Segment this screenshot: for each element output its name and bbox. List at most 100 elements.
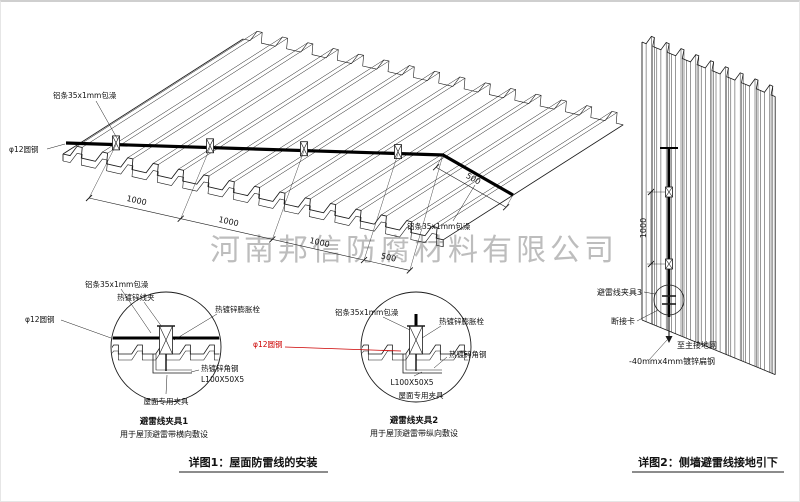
wall-bottom-edge bbox=[641, 319, 776, 375]
dimension-extension-line bbox=[363, 153, 399, 261]
roof-ridge-line bbox=[107, 37, 288, 154]
roof-ridge-line bbox=[310, 83, 491, 200]
roof-ridge-line bbox=[102, 36, 283, 153]
roof-back-profile bbox=[242, 30, 624, 126]
lightning-wire bbox=[65, 141, 514, 197]
roof-ridge-line bbox=[411, 106, 592, 223]
c2-roof-clamp-label: 屋面专用夹具 bbox=[399, 390, 444, 400]
dimension-extension-line bbox=[409, 154, 444, 271]
roof-ridge-line bbox=[127, 42, 308, 158]
leader-line bbox=[143, 301, 163, 328]
roof-ridge-line bbox=[208, 60, 390, 177]
dimension-line bbox=[88, 197, 410, 271]
wall-drawing bbox=[641, 35, 776, 375]
dimension-extension-line bbox=[435, 154, 444, 168]
c2-angle-size-label: L100X50X5 bbox=[390, 378, 433, 387]
c2-angle-steel-label: 热镀锌角钢 bbox=[449, 349, 487, 359]
clamp3-label: 避雷线夹具3 bbox=[597, 287, 642, 297]
dimension-tick bbox=[406, 267, 414, 274]
detail-callout-circle bbox=[110, 291, 222, 403]
dimension-line bbox=[435, 166, 507, 208]
wall-top-profile bbox=[641, 35, 776, 97]
c2-alu-strip-label: 铝条35x1mm包澡 bbox=[335, 307, 399, 317]
clamp-cross bbox=[409, 325, 423, 355]
clamp-cross bbox=[665, 186, 673, 198]
c1-title: 避雷线夹具1 bbox=[140, 416, 189, 427]
c1-round-steel-label: φ12圆钢 bbox=[25, 314, 55, 324]
leader-line bbox=[433, 356, 448, 369]
leader-line bbox=[46, 143, 66, 150]
leader-line bbox=[382, 316, 411, 331]
dimension-extension-line bbox=[272, 150, 305, 240]
roof-front-thickness bbox=[62, 152, 444, 248]
clamp-cross bbox=[665, 258, 673, 270]
corrugation-profile bbox=[112, 344, 220, 355]
wall-dim-1000: 1000 bbox=[639, 218, 648, 238]
leader-line bbox=[421, 325, 442, 339]
roof-ridge-line bbox=[82, 32, 263, 148]
clamp-detail-1: 铝条35x1mm包澡 热镀锌线夹 热镀锌膨胀栓 φ12圆钢 热镀锌角钢 L100… bbox=[25, 279, 260, 439]
leader-line bbox=[413, 371, 423, 377]
clamp-detail-2: 铝条35x1mm包澡 热镀锌膨胀栓 φ12圆钢 热镀锌角钢 L100X50X5 … bbox=[253, 291, 487, 438]
c1-bolt-label: 热镀锌膨胀栓 bbox=[215, 304, 260, 314]
roof-ridge-line bbox=[203, 59, 385, 176]
dimension-tick bbox=[85, 194, 93, 202]
roof-dim-500: 500 bbox=[380, 251, 397, 263]
angle-steel bbox=[155, 354, 192, 371]
c1-angle-steel-label: 热镀锌角钢 bbox=[201, 363, 239, 373]
leader-line bbox=[648, 339, 668, 361]
roof-ridge-line bbox=[355, 93, 537, 210]
corrugation-profile bbox=[362, 344, 470, 355]
roof-ridge-line bbox=[254, 71, 435, 187]
roof-alu-strip-label-top: 铝条35x1mm包澡 bbox=[53, 90, 117, 100]
c2-round-steel-label: φ12圆钢 bbox=[253, 339, 283, 349]
dimension-extension-line bbox=[180, 147, 211, 219]
angle-steel bbox=[152, 354, 192, 374]
c2-subtitle: 用于屋顶避雷带纵向敷设 bbox=[370, 428, 458, 438]
roof-ridge-line bbox=[431, 111, 613, 227]
dimension-tick bbox=[432, 163, 440, 171]
roof-ridge-line bbox=[406, 105, 587, 221]
leader-line bbox=[165, 374, 168, 395]
leader-line bbox=[120, 288, 152, 334]
dimension-tick bbox=[268, 236, 276, 243]
corrugation-profile bbox=[362, 350, 470, 361]
corrugation-profile bbox=[112, 350, 220, 361]
roof-ridge-line bbox=[234, 66, 415, 183]
c1-subtitle: 用于屋顶避雷带横向敷设 bbox=[120, 429, 208, 439]
disconnect-card-label: 断接卡 bbox=[611, 316, 635, 326]
roof-front-profile bbox=[62, 145, 444, 241]
roof-ridge-line bbox=[259, 72, 440, 188]
clamp-cross bbox=[159, 325, 173, 355]
roof-ridge-line bbox=[335, 89, 516, 205]
roof-ridge-line bbox=[305, 82, 486, 199]
detail2-caption: 详图2：侧墙避雷线接地引下 bbox=[638, 455, 778, 469]
c2-bolt-label: 热镀锌膨胀栓 bbox=[439, 316, 484, 326]
leader-line bbox=[643, 291, 656, 295]
leader-line-red bbox=[284, 346, 402, 352]
roof-ridge-line bbox=[229, 65, 410, 181]
roof-ridge-line bbox=[330, 88, 511, 204]
leader-line bbox=[190, 369, 200, 373]
detail1-caption: 详图1：屋面防雷线的安装 bbox=[189, 455, 318, 469]
roof-ridge-line bbox=[381, 99, 562, 216]
roof-ridge-line bbox=[132, 43, 314, 160]
roof-ridge-line bbox=[284, 77, 466, 194]
c1-wire-clip-label: 热镀锌线夹 bbox=[117, 292, 155, 302]
c1-roof-clamp-label: 屋面专用夹具 bbox=[144, 396, 189, 406]
roof-ridge-line bbox=[360, 95, 542, 211]
dimension-extension-line bbox=[88, 144, 117, 199]
dimension-extension-line bbox=[505, 194, 514, 208]
c1-angle-size-label: L100X50X5 bbox=[201, 375, 244, 384]
roof-dim-1000-b: 1000 bbox=[218, 215, 240, 228]
roof-ridge-line bbox=[436, 112, 618, 228]
leader-line bbox=[636, 309, 659, 322]
clamp-cross bbox=[206, 138, 214, 153]
downlead-assembly: 1000 避雷线夹具3 断接卡 至主接地网 -40mmx4mm镀锌扁钢 bbox=[597, 147, 717, 366]
dimension-tick bbox=[177, 215, 185, 223]
clamp-cross bbox=[112, 135, 120, 151]
c2-title: 避雷线夹具2 bbox=[390, 415, 439, 426]
roof-ridge-line bbox=[76, 31, 258, 147]
